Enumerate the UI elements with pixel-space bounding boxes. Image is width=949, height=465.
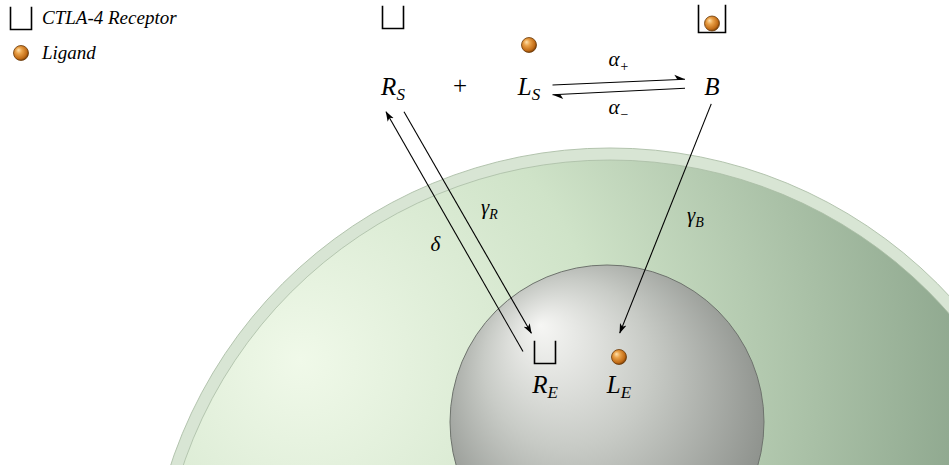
species-label: RE (532, 370, 558, 408)
transport-arrow (386, 112, 523, 352)
receptor-node: RS (373, 2, 413, 110)
receptor-symbol (533, 340, 557, 365)
receptor-outline (699, 5, 726, 33)
ligand-ball (14, 46, 29, 61)
ligand-ball (610, 348, 628, 366)
receptor-node: RE (524, 335, 566, 408)
species-label: LE (607, 370, 631, 408)
receptor-outline (11, 6, 32, 29)
rate-label: α− (609, 94, 629, 128)
operator-sign: + (453, 71, 467, 101)
rate-label-box: γR (481, 194, 498, 228)
rate-label: γR (481, 194, 498, 228)
receptor-outline (383, 6, 404, 29)
rate-label-box: γB (687, 202, 704, 236)
legend-text: Ligand (42, 41, 96, 65)
bound-complex-node: B (689, 2, 735, 102)
legend: CTLA-4 ReceptorLigand (8, 3, 177, 73)
rate-label: α+ (609, 46, 629, 80)
transport-arrow (404, 112, 531, 334)
rate-label-box: α− (609, 94, 629, 128)
ligand-ball (12, 44, 30, 62)
cell-body (159, 160, 949, 465)
legend-text: CTLA-4 Receptor (42, 6, 177, 30)
ligand-node: LS (510, 2, 549, 110)
legend-row: CTLA-4 Receptor (8, 3, 177, 33)
legend-swatch (8, 44, 34, 62)
species-label: LS (518, 72, 540, 110)
ligand-ball (612, 350, 627, 365)
transport-arrow (620, 104, 712, 333)
reaction-arrow (552, 88, 685, 94)
reaction-arrow (552, 79, 685, 85)
endosome (450, 265, 764, 465)
legend-swatch (8, 6, 34, 31)
species-label: RS (381, 72, 405, 110)
rate-label: γB (687, 202, 704, 236)
receptor-outline (535, 341, 556, 364)
rate-label-box: δ (430, 231, 440, 257)
rate-label-box: α+ (609, 46, 629, 80)
ligand-ball (520, 36, 538, 54)
bound-complex-symbol (697, 4, 727, 34)
ligand-ball (522, 38, 537, 53)
rate-label: δ (430, 232, 440, 256)
receptor-symbol (9, 6, 33, 31)
cell-membrane (147, 148, 949, 465)
legend-row: Ligand (8, 38, 177, 68)
species-label: B (704, 73, 719, 100)
connector-group (386, 79, 711, 351)
ligand-ball (705, 16, 720, 31)
receptor-symbol (381, 5, 405, 30)
ligand-node: LE (599, 335, 640, 408)
